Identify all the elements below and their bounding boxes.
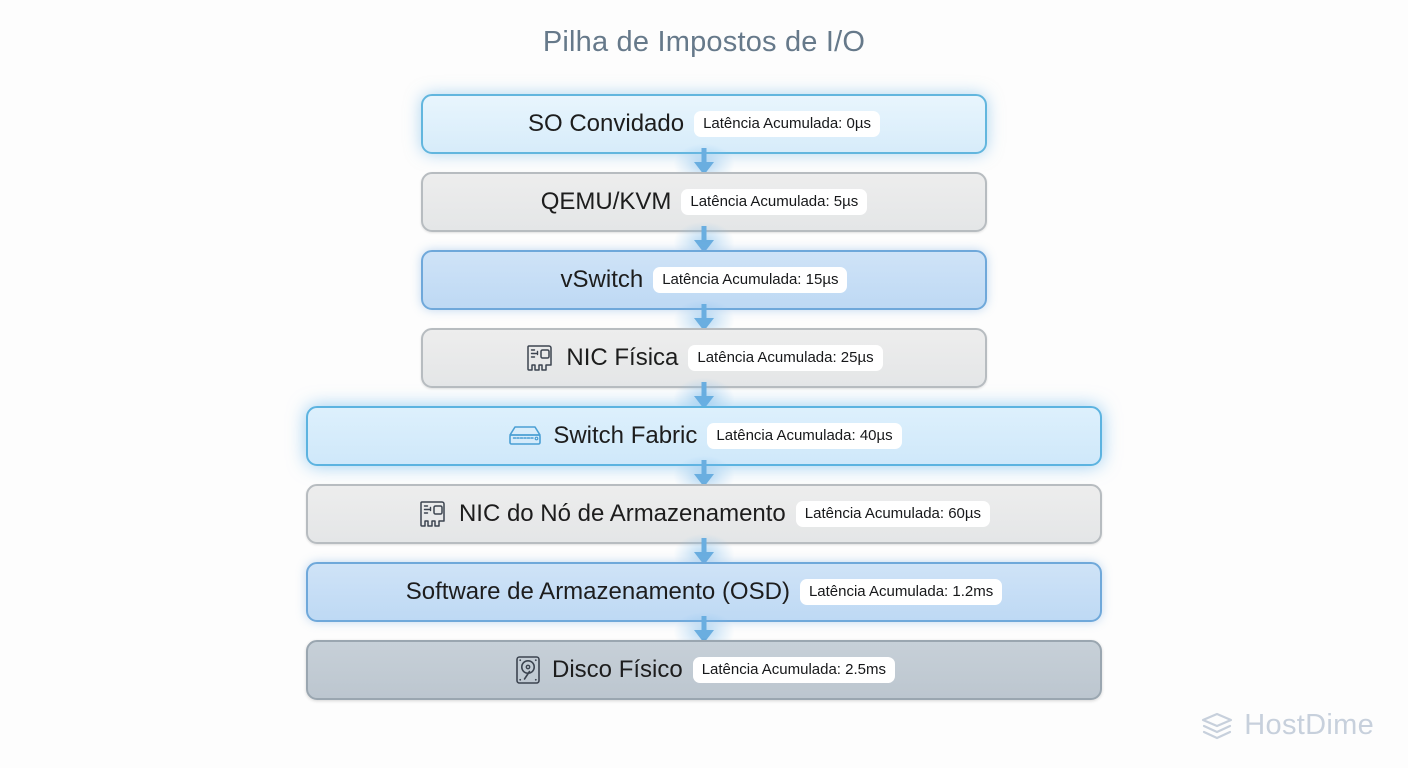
layer-label-text: vSwitch xyxy=(560,266,644,293)
down-arrow-icon xyxy=(687,616,721,646)
down-arrow-icon xyxy=(687,304,721,334)
stack-row: Software de Armazenamento (OSD) Latência … xyxy=(0,562,1408,622)
layer-label: Disco Físico xyxy=(513,654,683,686)
flow-connector xyxy=(0,612,1408,652)
layer-label-text: NIC do Nó de Armazenamento xyxy=(458,500,786,527)
down-arrow-icon xyxy=(687,460,721,490)
layer-label-text: SO Convidado xyxy=(527,110,685,137)
latency-badge: Latência Acumulada: 25µs xyxy=(688,345,883,371)
network-card-icon xyxy=(418,499,450,529)
hard-disk-icon xyxy=(513,654,543,686)
brand-name: HostDime xyxy=(1244,709,1374,741)
layer-label-text: NIC Física xyxy=(566,344,679,371)
stack-row: QEMU/KVM Latência Acumulada: 5µs xyxy=(0,172,1408,232)
latency-badge: Latência Acumulada: 15µs xyxy=(653,267,848,293)
stacked-layers-icon xyxy=(1200,711,1234,741)
layer-label-text: QEMU/KVM xyxy=(540,188,672,215)
latency-badge: Latência Acumulada: 60µs xyxy=(795,501,991,527)
stack-layer-box[interactable]: SO Convidado Latência Acumulada: 0µs xyxy=(421,94,987,154)
flow-connector xyxy=(0,378,1408,418)
stack-layer-box[interactable]: NIC Física Latência Acumulada: 25µs xyxy=(421,328,987,388)
stack-layer-box[interactable]: Switch Fabric Latência Acumulada: 40µs xyxy=(306,406,1102,466)
latency-badge: Latência Acumulada: 1.2ms xyxy=(799,579,1003,605)
stack-row: Disco Físico Latência Acumulada: 2.5ms xyxy=(0,640,1408,700)
stack-row: vSwitch Latência Acumulada: 15µs xyxy=(0,250,1408,310)
down-arrow-icon xyxy=(687,538,721,568)
flow-connector xyxy=(0,300,1408,340)
flow-connector xyxy=(0,456,1408,496)
down-arrow-icon xyxy=(687,226,721,256)
layer-label: NIC do Nó de Armazenamento xyxy=(418,499,786,529)
stack-layer-box[interactable]: vSwitch Latência Acumulada: 15µs xyxy=(421,250,987,310)
stack-layer-box[interactable]: Disco Físico Latência Acumulada: 2.5ms xyxy=(306,640,1102,700)
flow-connector xyxy=(0,144,1408,184)
layer-label-text: Switch Fabric xyxy=(553,422,698,449)
flow-connector xyxy=(0,534,1408,574)
latency-badge: Latência Acumulada: 5µs xyxy=(681,189,868,215)
latency-badge: Latência Acumulada: 2.5ms xyxy=(692,657,895,683)
layer-label: QEMU/KVM xyxy=(541,188,672,216)
layer-label: vSwitch xyxy=(561,266,644,294)
stack-layer-box[interactable]: Software de Armazenamento (OSD) Latência … xyxy=(306,562,1102,622)
network-switch-icon xyxy=(506,422,544,450)
network-card-icon xyxy=(525,343,557,373)
stack-row: NIC do Nó de Armazenamento Latência Acumu… xyxy=(0,484,1408,544)
layer-label: NIC Física xyxy=(525,343,678,373)
stack-row: Switch Fabric Latência Acumulada: 40µs xyxy=(0,406,1408,466)
page-title: Pilha de Impostos de I/O xyxy=(542,26,866,58)
down-arrow-icon xyxy=(687,148,721,178)
down-arrow-icon xyxy=(687,382,721,412)
stack-layer-box[interactable]: NIC do Nó de Armazenamento Latência Acumu… xyxy=(306,484,1102,544)
layer-label-text: Disco Físico xyxy=(552,656,683,683)
latency-badge: Latência Acumulada: 0µs xyxy=(694,111,880,137)
layer-label-text: Software de Armazenamento (OSD) xyxy=(405,578,790,605)
flow-connector xyxy=(0,222,1408,262)
stack-row: SO Convidado Latência Acumulada: 0µs xyxy=(0,94,1408,154)
stack-layer-box[interactable]: QEMU/KVM Latência Acumulada: 5µs xyxy=(421,172,987,232)
layer-label: SO Convidado xyxy=(528,110,684,138)
layer-label: Software de Armazenamento (OSD) xyxy=(406,578,790,606)
latency-badge: Latência Acumulada: 40µs xyxy=(707,423,902,449)
layer-label: Switch Fabric xyxy=(506,422,697,450)
brand-logo: HostDime xyxy=(1200,709,1374,742)
stack-row: NIC Física Latência Acumulada: 25µs xyxy=(0,328,1408,388)
